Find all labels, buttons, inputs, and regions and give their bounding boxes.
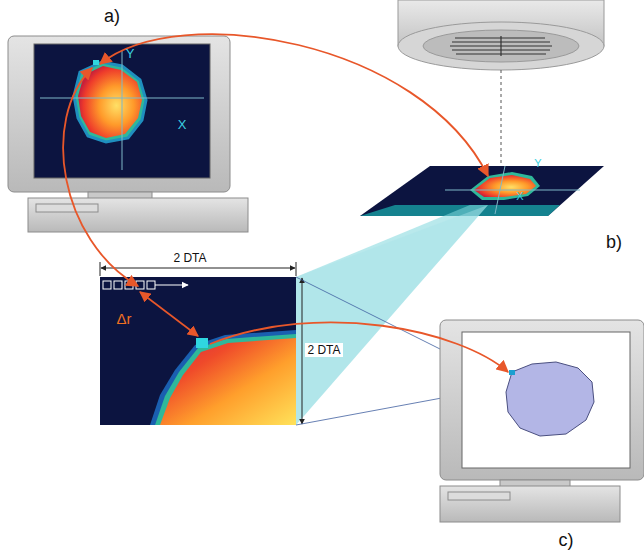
panel-letter: a)	[104, 7, 120, 25]
axis-label: Y	[534, 158, 541, 169]
axis-label: X	[516, 191, 523, 202]
dimension-label: 2 DTA	[171, 251, 208, 265]
dimension-line	[101, 268, 295, 269]
correspondence-arrow	[63, 34, 508, 372]
distance-label: Δr	[116, 311, 131, 326]
panel-letter: c)	[559, 531, 574, 549]
axis-label: Y	[126, 47, 135, 60]
microscope	[398, 0, 604, 190]
dimension-label: 2 DTA	[305, 343, 342, 357]
dimension-tick	[100, 262, 101, 276]
dimension-tick	[296, 262, 297, 276]
dimension-line	[302, 278, 303, 424]
panel-letter: b)	[606, 233, 622, 251]
axis-label: X	[178, 118, 187, 131]
monitor	[8, 36, 248, 232]
zoom-detail	[100, 277, 296, 425]
